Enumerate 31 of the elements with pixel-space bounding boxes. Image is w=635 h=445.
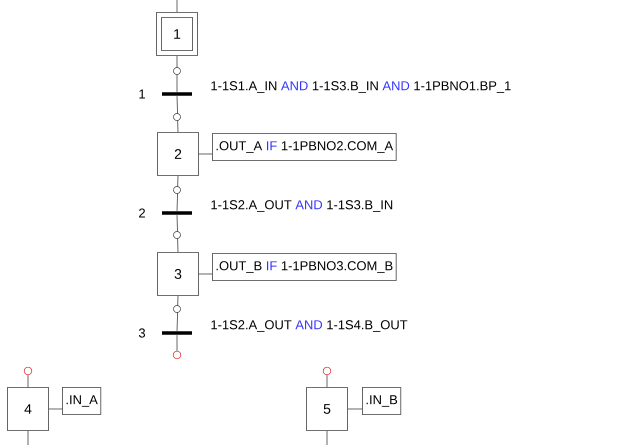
step-box: 4 (7, 387, 49, 431)
transition-number: 3 (138, 328, 146, 338)
action-box: .OUT_B IF 1-1PBNO3.COM_B (212, 253, 397, 281)
link-line (48, 408, 62, 410)
node-label: AND (280, 81, 308, 90)
initial-step-box: 1 (156, 12, 198, 56)
condition-text: 1-1S1.A_IN AND 1-1S3.B_IN AND 1-1PBNO1.BP_1 (211, 81, 511, 93)
action-box: .IN_A (62, 387, 102, 415)
link-line (176, 175, 178, 212)
step-box: 2 (157, 132, 199, 176)
action-box: .IN_B (362, 387, 402, 415)
link-line (326, 430, 328, 445)
action-box: .OUT_A IF 1-1PBNO2.COM_A (212, 133, 397, 161)
condition-text: 1-1S2.A_OUT AND 1-1S3.B_IN (211, 200, 392, 212)
transition-number: 2 (139, 208, 145, 218)
step-box: 3 (157, 252, 199, 296)
link-line (176, 214, 178, 252)
link-line (176, 56, 178, 92)
node-label: 1-1PBNO1.BP_1 (414, 81, 511, 93)
transition-number: 1 (139, 90, 145, 98)
node-label: AND (382, 81, 410, 90)
link-line (348, 408, 362, 410)
link-line (176, 0, 178, 12)
node-label: 1-1S3.B_IN (312, 81, 378, 93)
link-line (176, 296, 178, 332)
link-line (176, 96, 178, 132)
link-line (326, 374, 328, 388)
link-line (176, 334, 178, 352)
node-label: 1-1S1.A_IN (211, 81, 276, 93)
step-box: 5 (306, 387, 348, 431)
condition-text: 1-1S2.A_OUT AND 1-1S4.B_OUT (211, 320, 408, 332)
